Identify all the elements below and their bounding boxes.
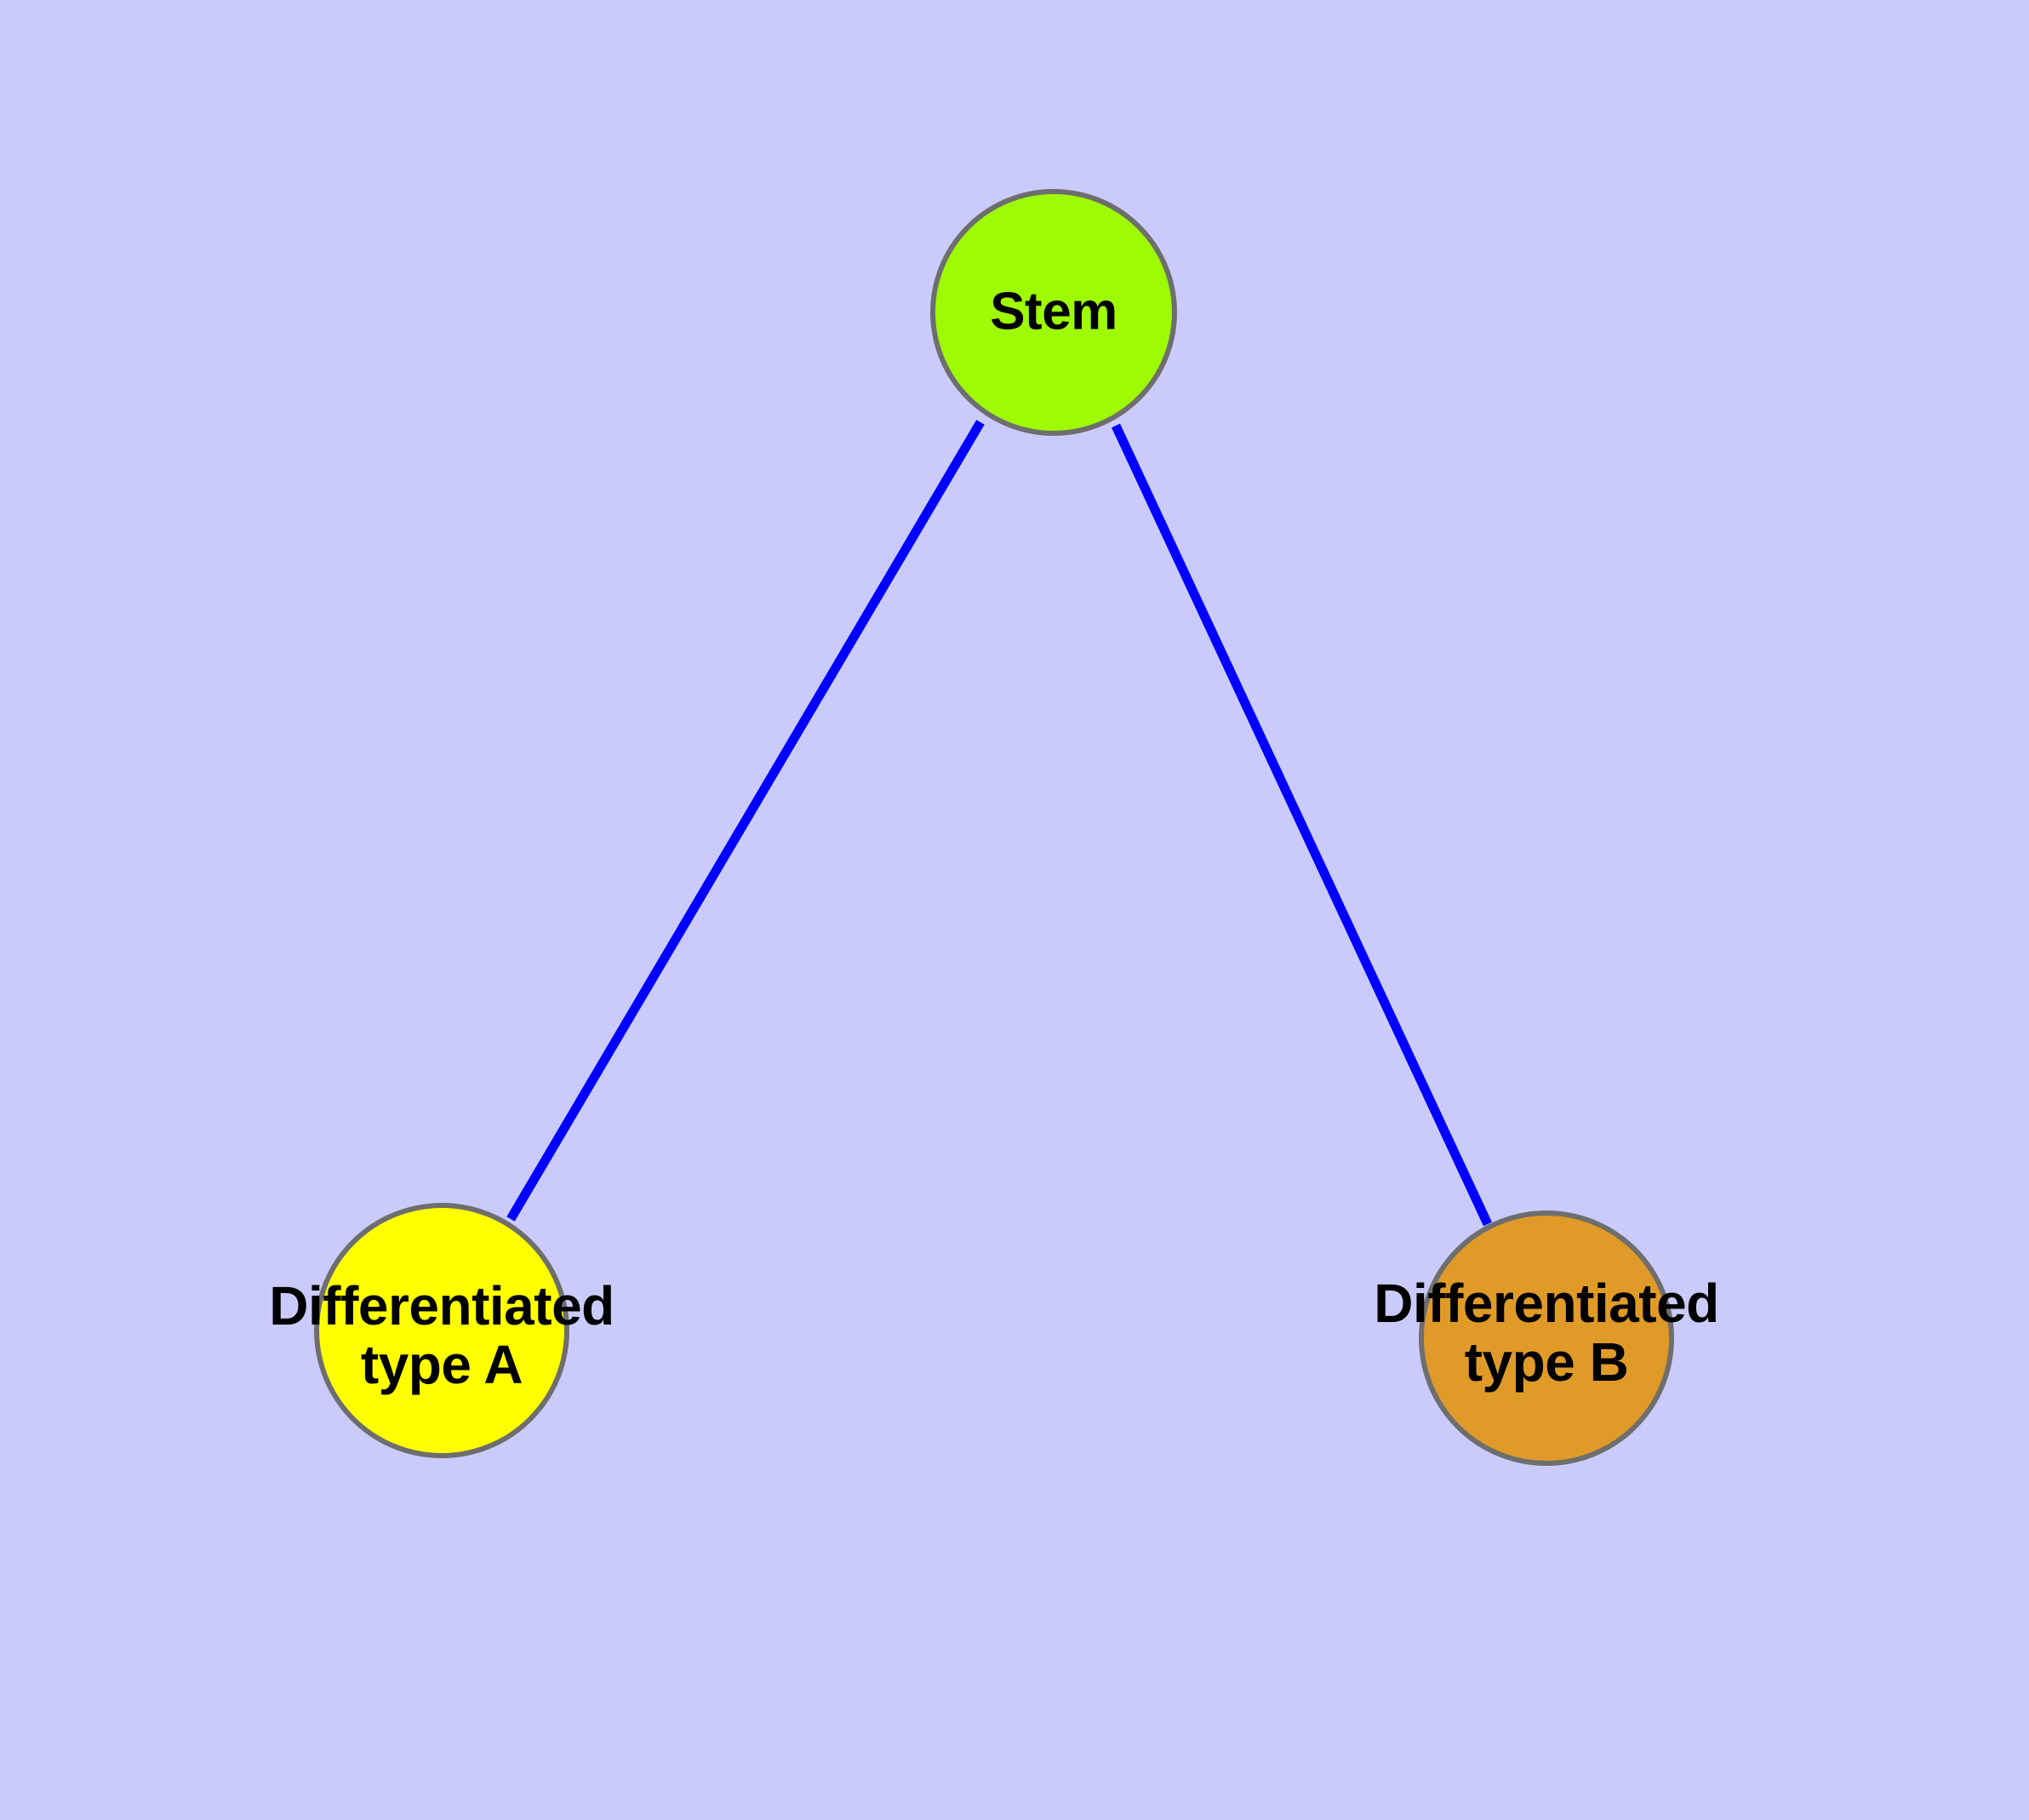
node-differentiated-type-b[interactable]: Differentiated type B <box>1374 1210 1719 1466</box>
node-differentiated-type-a-label: Differentiated type A <box>269 1274 614 1395</box>
node-diff-a-label-line-1: Differentiated <box>269 1274 614 1336</box>
edge-stem-to-diff-a <box>506 420 985 1222</box>
edge-stem-to-diff-b <box>1112 423 1492 1227</box>
node-stem[interactable]: Stem <box>930 189 1177 436</box>
node-stem-label: Stem <box>990 282 1117 341</box>
node-differentiated-type-a[interactable]: Differentiated type A <box>269 1203 614 1458</box>
node-diff-a-label-line-2: type A <box>360 1333 523 1395</box>
node-diff-b-label-line-1: Differentiated <box>1374 1273 1719 1335</box>
node-diff-b-label-line-2: type B <box>1464 1331 1629 1394</box>
node-differentiated-type-b-label: Differentiated type B <box>1374 1274 1719 1392</box>
